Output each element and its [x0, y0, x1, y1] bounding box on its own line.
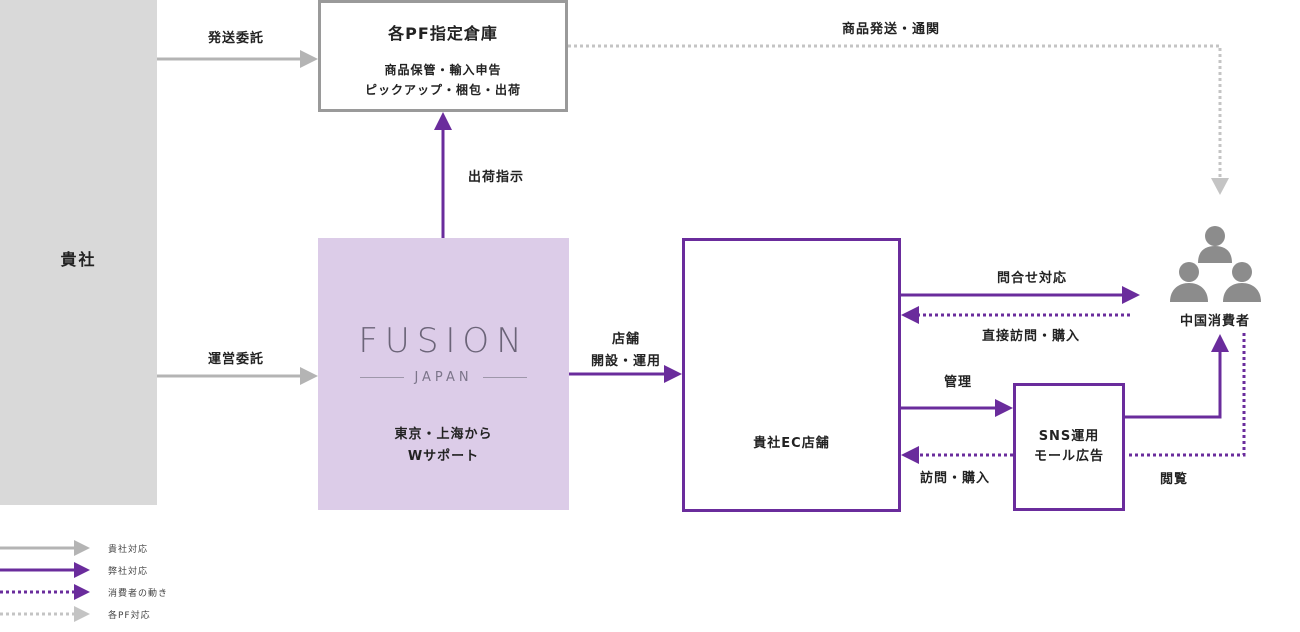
legend-consumer-line	[0, 584, 90, 600]
shipping-instruction-arrow	[434, 112, 452, 238]
browse-connector	[1127, 333, 1246, 457]
fusion-line-1: 東京・上海から	[394, 427, 493, 442]
label-product-shipping: 商品発送・通関	[842, 22, 941, 37]
logo-rule-left	[360, 377, 405, 378]
fusion-japan-box: FUSION JAPAN 東京・上海から Wサポート	[318, 238, 569, 510]
inquiry-response-arrow	[901, 286, 1140, 304]
shipping-consign-arrow	[157, 50, 318, 68]
fusion-logo-sub-text: JAPAN	[414, 370, 473, 385]
product-shipping-arrow	[568, 44, 1229, 195]
fusion-logo-sub: JAPAN	[318, 370, 569, 385]
logo-rule-right	[482, 377, 527, 378]
label-direct-visit: 直接訪問・購入	[982, 329, 1081, 344]
sns-line-1: SNS運用	[1038, 429, 1100, 444]
label-store-open-line-1: 店舗	[611, 332, 640, 347]
ec-store-box: 貴社EC店舗	[682, 238, 901, 512]
label-shipping-instruction: 出荷指示	[468, 170, 525, 185]
label-operation-consign: 運営委託	[208, 352, 265, 367]
warehouse-title: 各PF指定倉庫	[388, 24, 498, 43]
store-open-arrow	[569, 365, 682, 383]
client-company-label: 貴社	[60, 249, 97, 269]
pf-warehouse-box: 各PF指定倉庫 商品保管・輸入申告 ピックアップ・梱包・出荷	[318, 0, 568, 112]
visit-purchase-arrow	[901, 446, 1013, 464]
label-browse: 閲覧	[1160, 472, 1189, 487]
sns-to-consumers-arrow	[1125, 334, 1229, 419]
label-shipping-consign: 発送委託	[208, 31, 265, 46]
sns-line-2: モール広告	[1033, 449, 1104, 464]
sns-box: SNS運用 モール広告	[1013, 383, 1125, 511]
label-inquiry-response: 問合せ対応	[997, 271, 1068, 286]
label-management: 管理	[944, 375, 973, 390]
legend-client-handling: 貴社対応	[108, 545, 149, 555]
consumers-label: 中国消費者	[1179, 314, 1250, 329]
management-arrow	[901, 399, 1013, 417]
legend-consumer-action: 消費者の動き	[108, 589, 169, 599]
consumers-group-icon	[1170, 226, 1261, 302]
legend-client-line	[0, 540, 90, 556]
legend-pf-line	[0, 606, 90, 622]
legend-pf-handling: 各PF対応	[108, 611, 151, 621]
label-store-open-line-2: 開設・運用	[590, 354, 661, 369]
direct-visit-arrow	[901, 306, 1130, 324]
operation-consign-arrow	[157, 367, 318, 385]
legend-our-line	[0, 562, 90, 578]
warehouse-line-2: ピックアップ・梱包・出荷	[364, 83, 521, 97]
label-store-open: 店舗 開設・運用	[586, 328, 666, 369]
fusion-line-2: Wサポート	[407, 449, 480, 464]
warehouse-line-1: 商品保管・輸入申告	[384, 63, 502, 77]
legend-our-handling: 弊社対応	[108, 567, 149, 577]
ec-store-label: 貴社EC店舗	[753, 436, 830, 451]
client-company-block: 貴社	[0, 0, 157, 505]
label-visit-purchase: 訪問・購入	[920, 471, 991, 486]
fusion-logo-text: FUSION	[358, 321, 529, 361]
